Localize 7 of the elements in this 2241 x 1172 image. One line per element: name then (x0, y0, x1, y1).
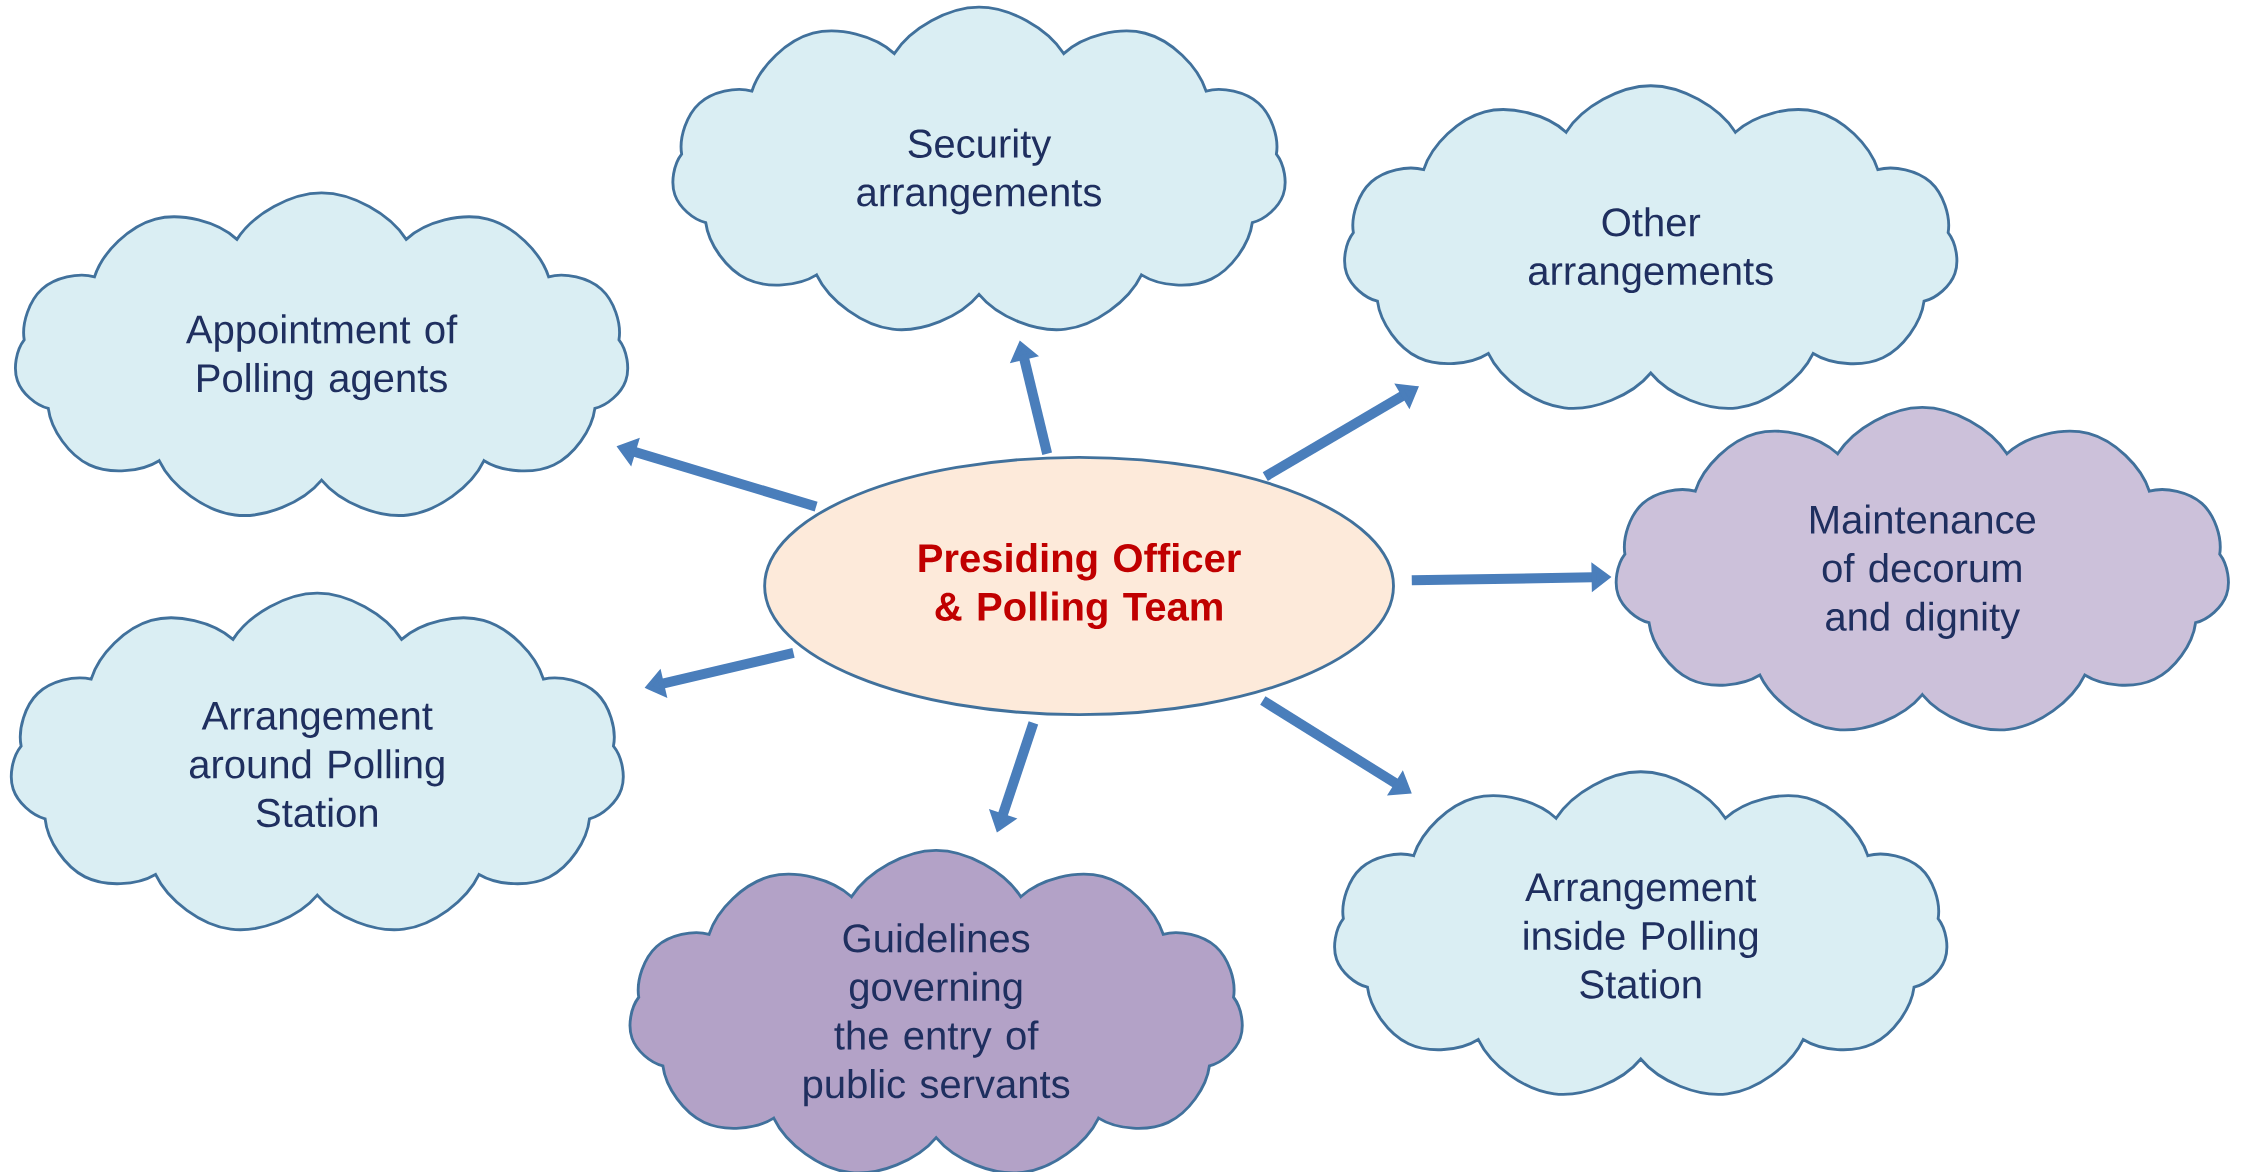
idea-cloud: Security arrangements (671, 5, 1287, 332)
idea-cloud: Arrangement around Polling Station (9, 591, 625, 932)
idea-cloud: Maintenance of decorum and dignity (1614, 405, 2230, 732)
idea-cloud: Arrangement inside Polling Station (1333, 770, 1949, 1096)
idea-cloud: Other arrangements (1343, 84, 1959, 410)
idea-cloud: Guidelines governing the entry of public servants (628, 848, 1244, 1172)
idea-cloud: Appointment of Polling agents (14, 191, 630, 517)
